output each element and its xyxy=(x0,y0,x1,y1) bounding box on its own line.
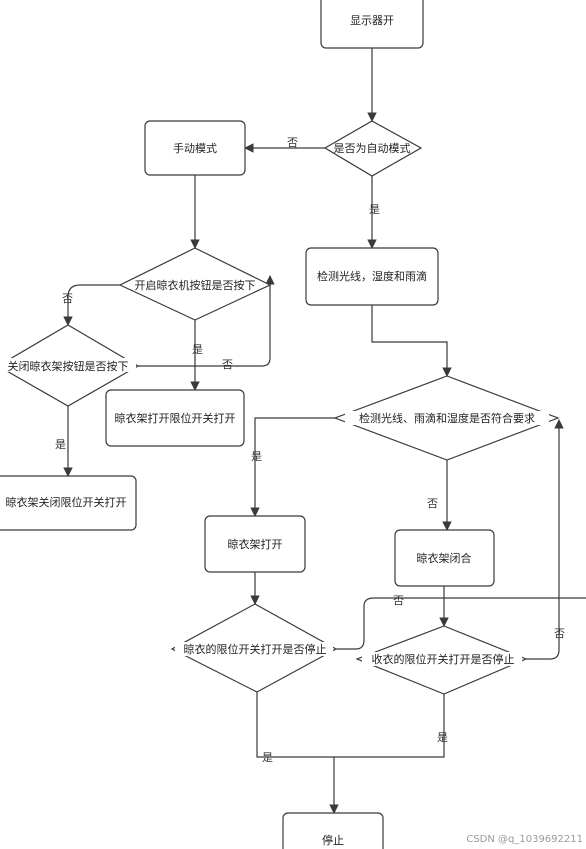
node-rack-closed: 晾衣架闭合 xyxy=(394,529,495,587)
node-open-button-label: 开启晾衣机按钮是否按下 xyxy=(135,278,256,292)
node-manual-mode-label: 手动模式 xyxy=(173,141,217,155)
node-rack-open-label: 晾衣架打开 xyxy=(228,537,283,551)
node-auto-mode-label: 是否为自动模式 xyxy=(334,142,411,155)
node-collect-limit-stop: 收衣的限位开关打开是否停止 xyxy=(355,625,528,695)
node-close-button-label: 关闭晾衣架按钮是否按下 xyxy=(8,359,129,373)
edge-label-no-collectstop: 否 xyxy=(554,627,565,640)
edge-openbtn-to-closebtn xyxy=(63,284,120,326)
edge-drystop-to-stop xyxy=(256,692,339,814)
node-auto-mode: 是否为自动模式 xyxy=(323,120,423,177)
node-stop-label: 停止 xyxy=(322,833,344,847)
edge-label-no-openbtn: 否 xyxy=(62,292,73,305)
edge-labels: 否 是 否 是 否 是 是 否 否 否 是 是 xyxy=(55,136,565,764)
edge-label-yes-drystop: 是 xyxy=(262,751,273,764)
edge-drystop-no-loop xyxy=(336,597,586,650)
edge-label-no-check: 否 xyxy=(427,497,438,510)
edge-label-yes-check: 是 xyxy=(251,450,262,463)
node-check-requirements: 检测光线、雨滴和湿度是否符合要求 xyxy=(333,375,560,461)
watermark: CSDN @q_1039692211 xyxy=(466,834,583,845)
node-rack-closed-label: 晾衣架闭合 xyxy=(417,551,472,565)
edge-collectstop-to-stop xyxy=(334,694,445,758)
node-manual-mode: 手动模式 xyxy=(144,120,246,176)
node-open-button: 开启晾衣机按钮是否按下 xyxy=(118,247,272,321)
node-rack-close-limit-label: 晾衣架关闭限位开关打开 xyxy=(6,495,127,509)
node-display-on-label: 显示器开 xyxy=(350,14,394,27)
edge-label-yes-collectstop: 是 xyxy=(437,731,448,744)
edge-label-yes-openbtn: 是 xyxy=(192,343,203,356)
edge-label-no-auto: 否 xyxy=(287,136,298,149)
edge-collectstop-no-loop xyxy=(526,419,564,660)
node-stop: 停止 xyxy=(282,812,384,849)
node-collect-limit-stop-label: 收衣的限位开关打开是否停止 xyxy=(372,652,515,666)
edge-label-no-drystop: 否 xyxy=(393,594,404,607)
node-close-button: 关闭晾衣架按钮是否按下 xyxy=(0,324,140,407)
edge-label-no-closebtn: 否 xyxy=(222,358,233,371)
node-dry-limit-stop-label: 晾衣的限位开关打开是否停止 xyxy=(184,642,327,656)
node-rack-open-limit-label: 晾衣架打开限位开关打开 xyxy=(115,411,236,425)
node-rack-close-limit: 晾衣架关闭限位开关打开 xyxy=(0,475,137,531)
edge-check-to-rackopen xyxy=(250,417,335,517)
node-dry-limit-stop: 晾衣的限位开关打开是否停止 xyxy=(170,603,338,693)
edges xyxy=(63,48,586,814)
node-rack-open: 晾衣架打开 xyxy=(204,515,306,573)
node-detect-sensors: 检测光线，湿度和雨滴 xyxy=(305,247,439,306)
edge-label-yes-auto: 是 xyxy=(369,203,380,216)
node-detect-sensors-label: 检测光线，湿度和雨滴 xyxy=(317,269,427,283)
edge-detect-to-check xyxy=(371,305,452,377)
node-display-on: 显示器开 xyxy=(320,0,424,49)
node-rack-open-limit: 晾衣架打开限位开关打开 xyxy=(105,389,245,447)
node-check-requirements-label: 检测光线、雨滴和湿度是否符合要求 xyxy=(359,411,535,425)
edge-closebtn-back-to-openbtn xyxy=(138,275,275,367)
edge-label-yes-closebtn: 是 xyxy=(55,438,66,451)
